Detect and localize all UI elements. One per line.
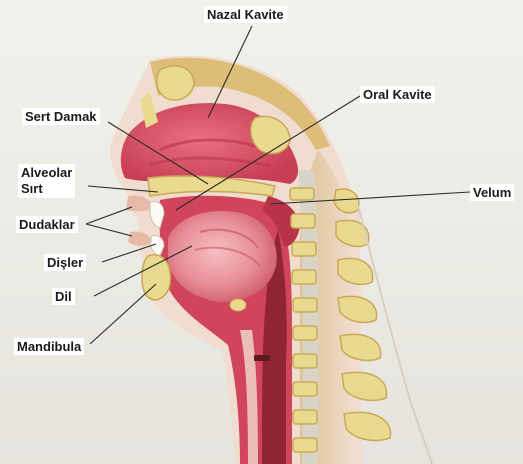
label-dudaklar: Dudaklar xyxy=(16,216,78,233)
label-velum: Velum xyxy=(470,184,514,201)
label-alveolar-line2: Sırt xyxy=(21,181,43,196)
label-alveolar-line1: Alveolar xyxy=(21,165,72,180)
label-disler: Dişler xyxy=(44,254,86,271)
label-alveolar-sirt: Alveolar Sırt xyxy=(18,164,75,198)
label-oral-kavite: Oral Kavite xyxy=(360,86,435,103)
frontal-sinus xyxy=(157,66,194,100)
label-dil: Dil xyxy=(52,288,75,305)
label-mandibula: Mandibula xyxy=(14,338,84,355)
hyoid-bone xyxy=(230,299,246,311)
label-sert-damak: Sert Damak xyxy=(22,108,100,125)
label-nazal-kavite: Nazal Kavite xyxy=(204,6,287,23)
